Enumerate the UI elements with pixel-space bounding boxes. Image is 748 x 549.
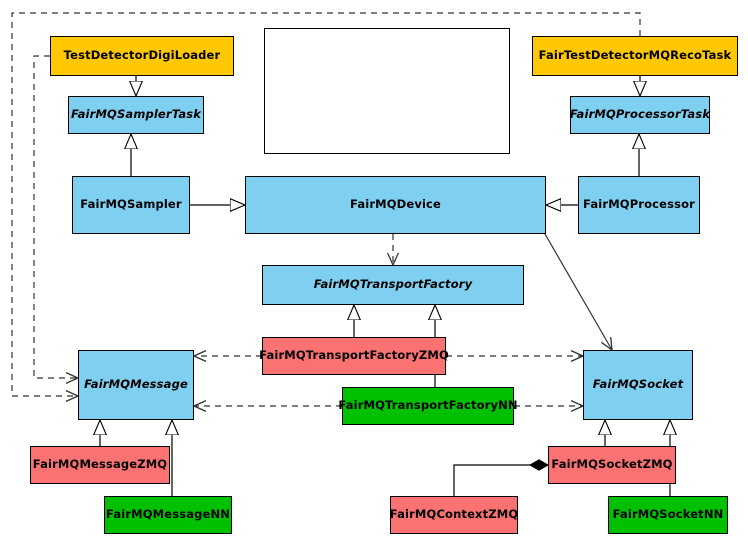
class-node-fairmqsocketnn[interactable]: FairMQSocketNN [608,496,728,534]
class-node-label: FairMQSamplerTask [70,107,202,122]
class-node-fairmqmessage[interactable]: FairMQMessage [78,350,194,420]
class-node-fairmqtransportfactoryzmq[interactable]: FairMQTransportFactoryZMQ [259,337,449,375]
class-node-label: FairMQTransportFactoryZMQ [259,348,449,363]
class-node-label: FairMQMessageNN [106,507,230,522]
class-node-label: FairMQContextZMQ [389,507,519,522]
class-node-testdetectordigiloader[interactable]: TestDetectorDigiLoader [50,36,234,76]
class-node-label: FairMQSampler [80,197,182,212]
class-node-fairmqdevice[interactable]: FairMQDevice [245,176,546,234]
class-node-label: FairMQDevice [350,197,441,212]
class-node-label: FairMQTransportFactoryNN [338,398,518,413]
class-node-label: FairMQSocketNN [612,507,724,522]
class-node-label: FairMQTransportFactory [313,277,473,292]
class-node-fairmqmessagenn[interactable]: FairMQMessageNN [104,496,232,534]
class-node-label: FairMQProcessorTask [569,107,711,122]
class-node-fairmqtransportfactory[interactable]: FairMQTransportFactory [262,265,524,305]
class-node-fairmqcontextzmq[interactable]: FairMQContextZMQ [390,496,518,534]
class-node-label: FairMQSocket [592,377,684,392]
class-node-label: FairMQMessage [84,377,188,392]
class-node-label: TestDetectorDigiLoader [63,48,221,63]
class-node-label: FairTestDetectorMQRecoTask [538,48,732,63]
class-node-label: FairMQProcessor [583,197,695,212]
class-node-fairmqsampler[interactable]: FairMQSampler [72,176,190,234]
class-node-fairmqprocessor[interactable]: FairMQProcessor [578,176,700,234]
class-node-fairmqtransportfactorynn[interactable]: FairMQTransportFactoryNN [338,387,518,425]
class-node-label: FairMQSocketZMQ [551,457,673,472]
class-node-fairtestdetectormqrecotask[interactable]: FairTestDetectorMQRecoTask [532,36,738,76]
class-node-fairmqsocketzmq[interactable]: FairMQSocketZMQ [548,446,676,484]
class-node-fairmqprocessortask[interactable]: FairMQProcessorTask [570,96,710,134]
class-node-fairmqsocket[interactable]: FairMQSocket [583,350,693,420]
class-node-fairmqmessagezmq[interactable]: FairMQMessageZMQ [30,446,170,484]
class-node-label: FairMQMessageZMQ [32,457,168,472]
class-node-fairmqsamplertask[interactable]: FairMQSamplerTask [68,96,204,134]
legend-panel [264,28,510,154]
